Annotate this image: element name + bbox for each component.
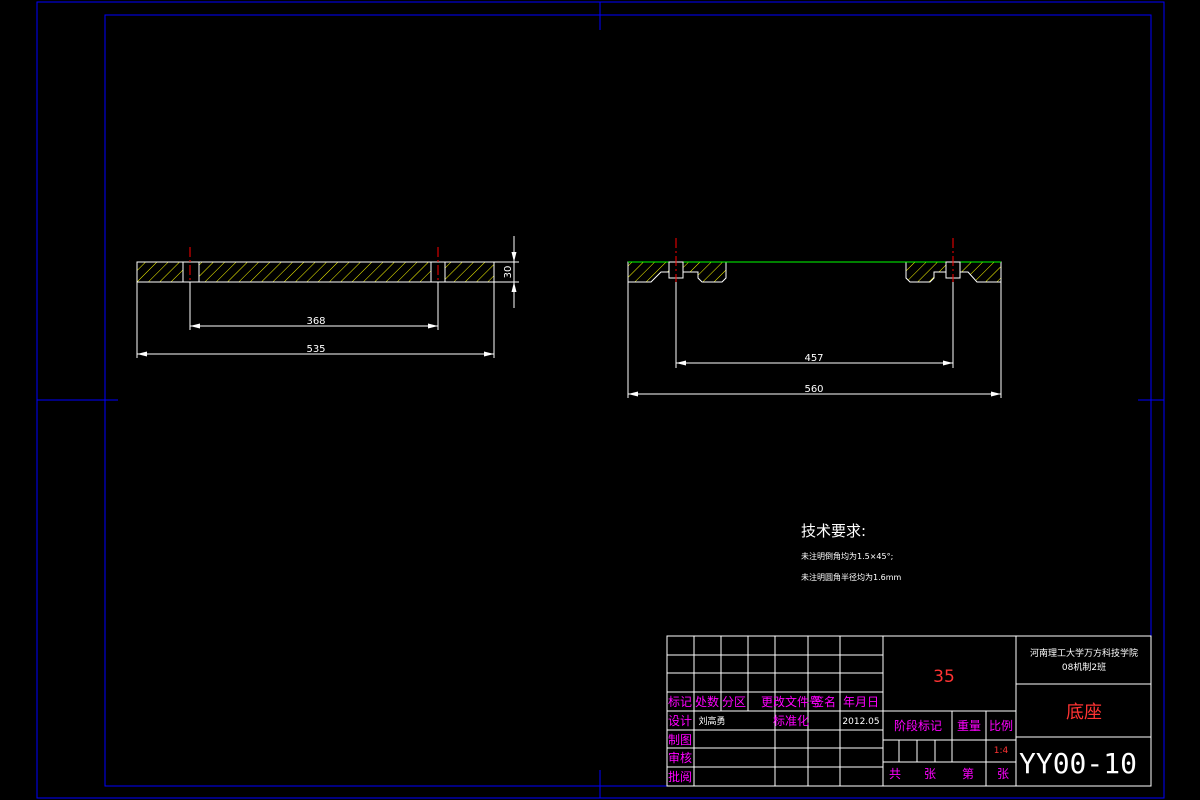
sheet-index-label: 第 (962, 767, 974, 781)
header-change-doc: 更改文件号 (761, 694, 821, 709)
title-block (666, 635, 1152, 787)
arrowhead (137, 351, 147, 357)
sheet-total-label: 共 (889, 767, 901, 781)
left-dim-30: 30 (503, 266, 514, 279)
sheet-unit-label-2: 张 (997, 767, 1009, 781)
scale-label: 比例 (989, 719, 1013, 733)
sheet-unit-label: 张 (924, 767, 936, 781)
drafting-label: 制图 (668, 733, 692, 747)
arrowhead (628, 391, 638, 397)
header-signature: 签名 (812, 694, 836, 709)
title-block-text: 标记 处数 分区 更改文件号 签名 年月日 设计 刘高勇 标准化 2012.05… (668, 647, 1138, 784)
arrowhead (991, 391, 1001, 397)
inner-frame (104, 14, 1152, 787)
right-dim-560: 560 (804, 384, 823, 395)
left-dim-535: 535 (306, 344, 325, 355)
requirements-title: 技术要求: (801, 522, 866, 540)
requirement-line: 未注明圆角半径均为1.6mm (801, 572, 902, 582)
outer-frame (36, 1, 1165, 799)
arrowhead (190, 323, 200, 329)
designer-name: 刘高勇 (698, 715, 725, 727)
left-dim-368: 368 (306, 316, 325, 327)
class-name: 08机制2班 (1062, 661, 1106, 673)
right-section-view: 457 560 (627, 238, 1002, 398)
part-name: 底座 (1066, 702, 1102, 723)
arrowhead (484, 351, 494, 357)
header-mark: 标记 (668, 695, 692, 709)
scale-value: 1:4 (994, 746, 1009, 756)
approve-label: 批阅 (668, 769, 692, 784)
weight-label: 重量 (957, 719, 981, 733)
technical-requirements: 技术要求: 未注明倒角均为1.5×45°; 未注明圆角半径均为1.6mm (801, 522, 902, 582)
standardization-label: 标准化 (773, 714, 809, 728)
drawing-code: YY00-10 (1019, 747, 1137, 780)
left-hatch-1 (136, 261, 184, 283)
drawing-frame (36, 1, 1165, 799)
stage-mark-label: 阶段标记 (894, 718, 942, 733)
left-section-view: 368 535 30 (136, 236, 519, 358)
school-name: 河南理工大学万方科技学院 (1030, 647, 1138, 659)
left-hatch-3 (444, 261, 495, 283)
arrowhead (511, 252, 517, 262)
material-value: 35 (933, 667, 955, 687)
right-dim-457: 457 (804, 353, 823, 364)
left-hatch-2 (198, 261, 432, 283)
arrowhead (428, 323, 438, 329)
header-count: 处数 (695, 694, 719, 709)
arrowhead (676, 360, 686, 366)
design-label: 设计 (668, 714, 692, 728)
arrowhead (511, 282, 517, 292)
header-date: 年月日 (843, 695, 879, 709)
review-label: 审核 (668, 750, 692, 765)
arrowhead (943, 360, 953, 366)
header-zone: 分区 (722, 695, 746, 709)
design-date: 2012.05 (842, 717, 879, 727)
left-plate-outline (136, 261, 495, 283)
requirement-line: 未注明倒角均为1.5×45°; (801, 551, 893, 561)
